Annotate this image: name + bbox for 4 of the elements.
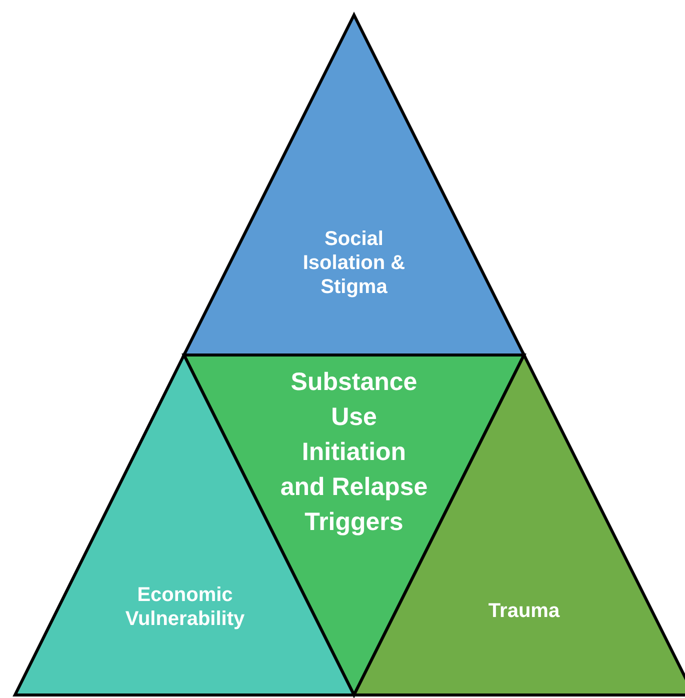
segment-label: Substance Use Initiation and Relapse Triggers	[279, 367, 429, 538]
segment-label: Social Isolation & Stigma	[302, 227, 406, 299]
segment-label: Economic Vulnerability	[124, 583, 246, 631]
segment-label: Trauma	[487, 599, 561, 623]
